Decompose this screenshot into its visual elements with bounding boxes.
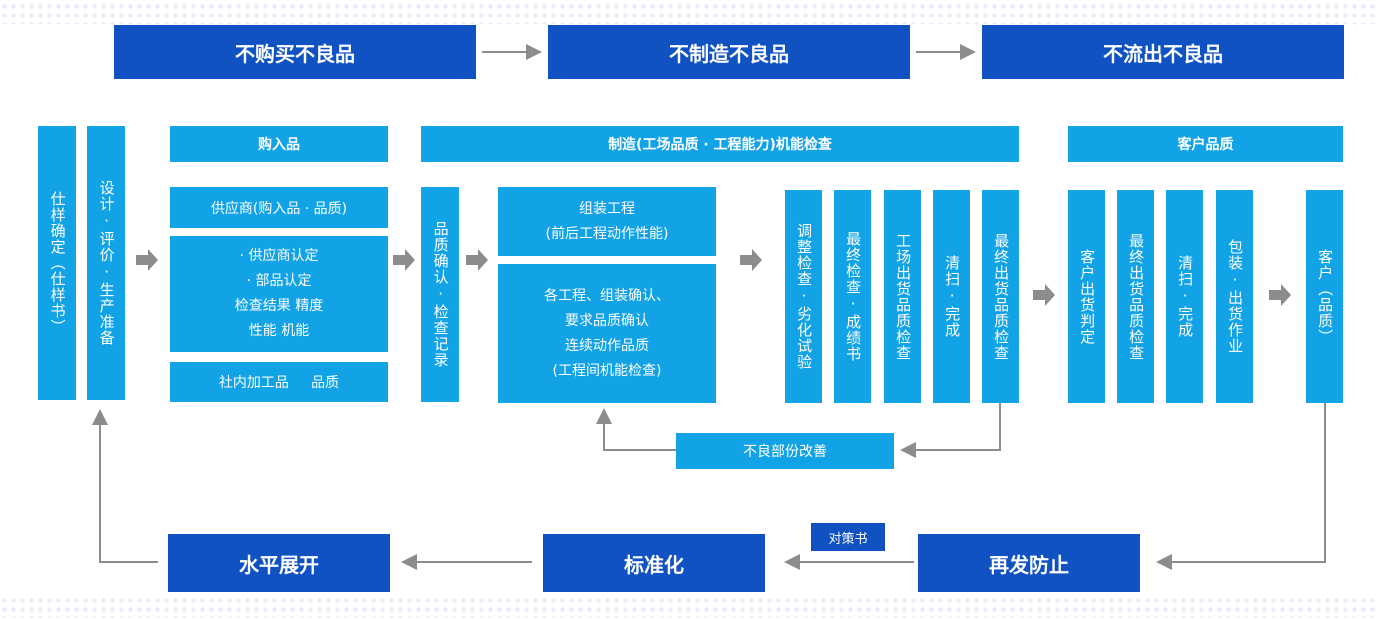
arrow-chevron-1 [136, 249, 158, 271]
top-box-no-buy: 不购买不良品 [114, 25, 476, 79]
supplier-items-box: · 供应商认定 · 部品认定 检查结果 精度 性能 机能 [170, 236, 388, 352]
top-box-no-ship: 不流出不良品 [982, 25, 1344, 79]
mfg-check-adjust: 调整检查·劣化试验 [785, 190, 822, 403]
inhouse-box: 社内加工品 品质 [170, 362, 388, 402]
mfg-header: 制造(工场品质 · 工程能力)机能检查 [421, 126, 1019, 162]
process-line: 要求品质确认 [565, 312, 649, 329]
arrow-chevron-2 [393, 249, 415, 271]
design-box: 设计·评价·生产准备 [87, 126, 125, 400]
arrow-improve-back [596, 408, 676, 451]
countermeasure-box: 对策书 [811, 523, 885, 551]
arrow-improve-loop [900, 403, 1001, 458]
spec-box: 仕样确定（仕样书） [38, 126, 76, 400]
purchase-header: 购入品 [170, 126, 388, 162]
top-dot-pattern [0, 2, 1377, 24]
customer-check-clean: 清扫·完成 [1166, 190, 1203, 403]
supplier-item: · 供应商认定 [239, 248, 319, 264]
mfg-check-ship: 最终出货品质检查 [982, 190, 1019, 403]
supplier-item: 性能 机能 [248, 323, 310, 339]
arrow-chevron-6 [1269, 284, 1291, 306]
arrow-customer-down [1156, 403, 1326, 570]
customer-end-box: 客户（品质） [1306, 190, 1343, 403]
bottom-box-horizontal: 水平展开 [168, 534, 390, 592]
bottom-box-standardize: 标准化 [543, 534, 765, 592]
supplier-item: 检查结果 精度 [234, 298, 324, 314]
process-line: 连续动作品质 [565, 337, 649, 354]
assembly-box: 组装工程 (前后工程动作性能) [498, 187, 716, 256]
assembly-line: (前后工程动作性能) [545, 225, 669, 242]
process-box: 各工程、组装确认、 要求品质确认 连续动作品质 (工程间机能检查) [498, 264, 716, 403]
customer-check-pack: 包装·出货作业 [1216, 190, 1253, 403]
process-line: (工程间机能检查) [552, 362, 662, 379]
arrow-chevron-5 [1033, 284, 1055, 306]
supplier-item: · 部品认定 [246, 273, 312, 289]
supplier-box: 供应商(购入品 · 品质) [170, 187, 388, 228]
customer-header: 客户品质 [1068, 126, 1343, 162]
arrow-chevron-3 [466, 249, 488, 271]
bottom-box-prevent: 再发防止 [918, 534, 1140, 592]
mfg-check-final: 最终检查·成绩书 [834, 190, 871, 403]
top-box-no-make: 不制造不良品 [548, 25, 910, 79]
customer-check-judge: 客户出货判定 [1068, 190, 1105, 403]
improve-box: 不良部份改善 [676, 433, 894, 469]
mfg-check-clean: 清扫·完成 [933, 190, 970, 403]
mfg-check-factory: 工场出货品质检查 [884, 190, 921, 403]
quality-confirm-box: 品质确认·检查记录 [421, 187, 459, 402]
arrow-bottom-up [92, 409, 158, 563]
assembly-line: 组装工程 [579, 200, 635, 217]
customer-check-final: 最终出货品质检查 [1117, 190, 1154, 403]
bottom-dot-pattern [0, 596, 1377, 618]
process-line: 各工程、组装确认、 [544, 287, 670, 304]
arrow-chevron-4 [740, 249, 762, 271]
